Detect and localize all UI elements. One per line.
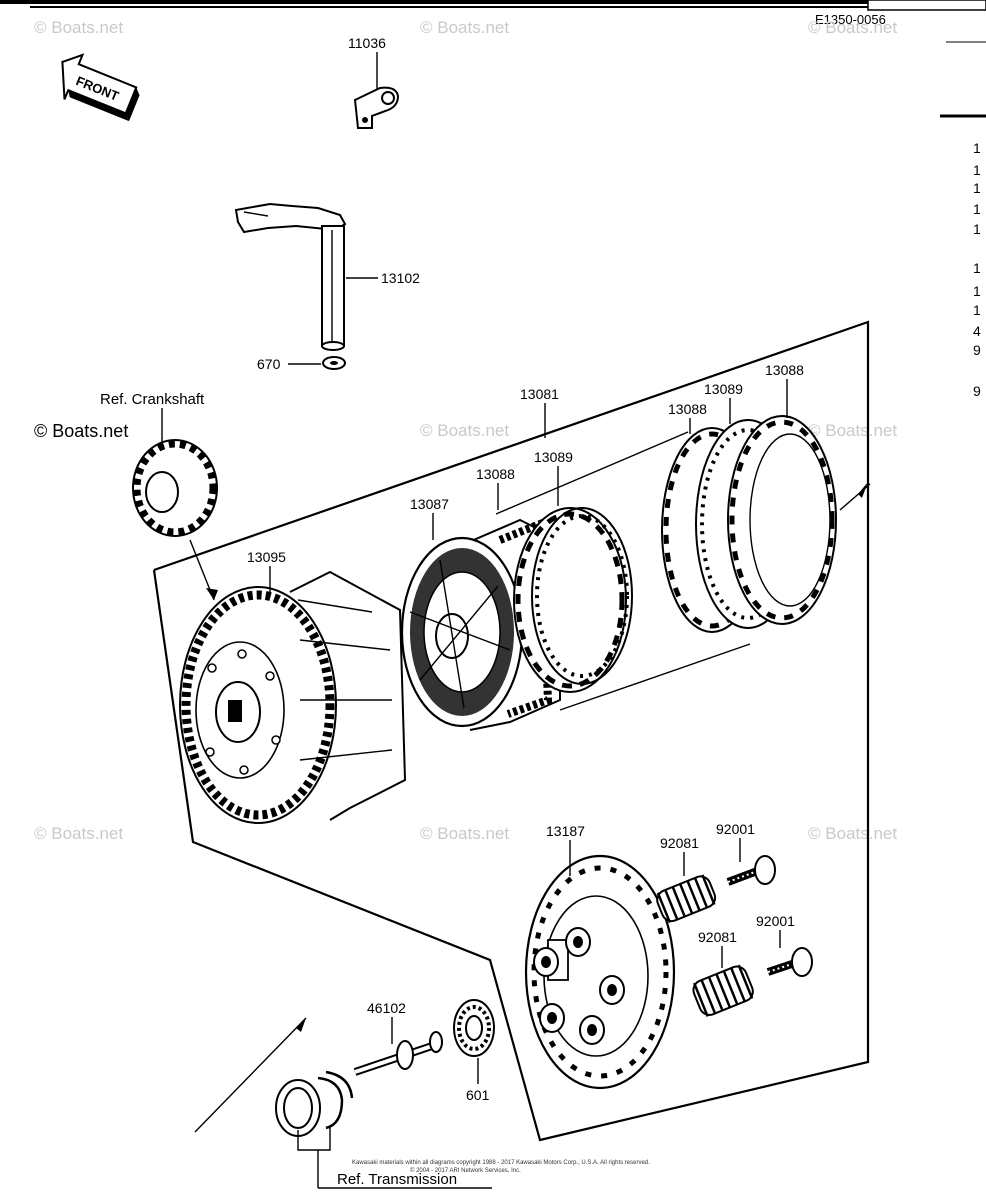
callout-13095: 13095: [247, 549, 286, 565]
right-column-fragment: 1: [973, 221, 981, 237]
bolt-92001-lower: [766, 947, 813, 977]
friction-plates-rear: [661, 415, 837, 633]
callout-11036: 11036: [348, 35, 386, 51]
callout-13102: 13102: [381, 270, 420, 286]
right-column-fragment: 4: [973, 323, 981, 339]
watermark: © Boats.net: [808, 18, 897, 37]
watermark: © Boats.net: [420, 18, 509, 37]
watermark-dark: © Boats.net: [34, 421, 128, 441]
callout-92081-upper: 92081: [660, 835, 699, 851]
right-column-fragment: 9: [973, 342, 981, 358]
pressure-plate-13187: [524, 854, 676, 1090]
transmission-arrow-line: [194, 1017, 307, 1133]
right-column-fragment: 9: [973, 383, 981, 399]
callout-670: 670: [257, 356, 281, 372]
copyright-line-1: Kawasaki materials within all diagrams c…: [352, 1160, 650, 1166]
diagram-code: E1350-0056: [815, 12, 886, 27]
right-column-fragment: 1: [973, 180, 981, 196]
callout-13089-front: 13089: [534, 449, 573, 465]
washer-670: [288, 356, 346, 370]
spring-92081-lower: [692, 964, 754, 1017]
watermark: © Boats.net: [420, 421, 509, 440]
right-column-fragment: 1: [973, 260, 981, 276]
friction-plates-front: [513, 507, 633, 693]
front-arrow-icon: FRONT: [61, 53, 140, 122]
transmission-bracket: [297, 1126, 331, 1151]
transmission-washers-icon: [275, 1070, 354, 1137]
callout-92001-lower: 92001: [756, 913, 795, 929]
callout-92081-lower: 92081: [698, 929, 737, 945]
callout-13088-mid: 13088: [668, 401, 707, 417]
watermark: © Boats.net: [34, 18, 123, 37]
ref-crankshaft-label: Ref. Crankshaft: [100, 391, 205, 408]
bearing-601: [453, 999, 495, 1057]
watermark: © Boats.net: [808, 824, 897, 843]
callout-13088-rear: 13088: [765, 362, 804, 378]
spring-92081-upper: [656, 874, 717, 924]
watermark: © Boats.net: [420, 824, 509, 843]
callout-13187: 13187: [546, 823, 585, 839]
clutch-housing-13095: [179, 570, 407, 824]
right-column-fragment: 1: [973, 140, 981, 156]
watermark: © Boats.net: [34, 824, 123, 843]
right-column-fragment: 1: [973, 201, 981, 217]
assembly-boundary: [152, 320, 870, 1142]
alignment-line: [559, 643, 751, 711]
crankshaft-gear-icon: [132, 439, 218, 537]
callout-601: 601: [466, 1087, 490, 1103]
callout-13087: 13087: [410, 496, 449, 512]
alignment-line: [495, 431, 689, 515]
watermark: © Boats.net: [808, 421, 897, 440]
watermarks: © Boats.net © Boats.net © Boats.net © Bo…: [34, 18, 897, 843]
callout-13089-rear: 13089: [704, 381, 743, 397]
copyright-line-2: © 2004 - 2017 ARI Network Services, Inc.: [410, 1167, 521, 1174]
right-column-fragment: 1: [973, 302, 981, 318]
release-shaft-13102: [234, 202, 378, 351]
clutch-lever-11036: [353, 52, 400, 129]
header-band: E1350-0056: [0, 0, 986, 27]
right-column-fragment: 1: [973, 162, 981, 178]
bolt-92001-upper: [726, 855, 776, 886]
callout-13081: 13081: [520, 386, 559, 402]
ref-transmission-label: Ref. Transmission: [337, 1171, 457, 1188]
pushrod-46102: [353, 1031, 443, 1076]
callout-13088-front: 13088: [476, 466, 515, 482]
callout-46102: 46102: [367, 1000, 406, 1016]
callout-92001-upper: 92001: [716, 821, 755, 837]
right-column-fragment: 1: [973, 283, 981, 299]
